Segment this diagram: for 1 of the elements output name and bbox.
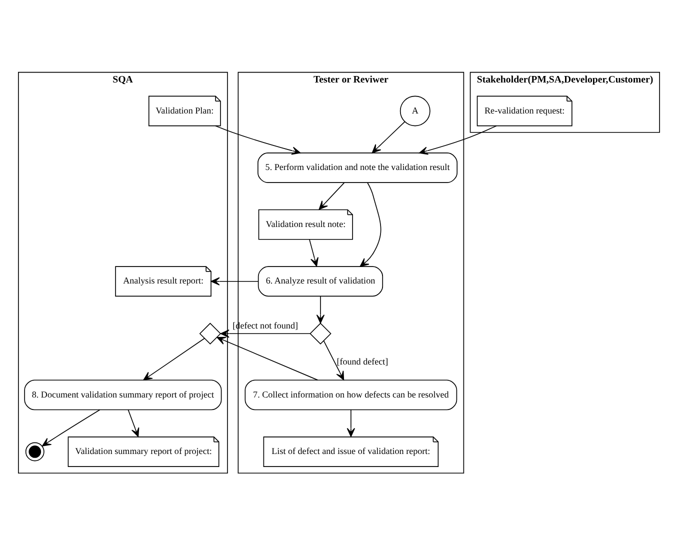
edge-label: [found defect] bbox=[336, 356, 388, 366]
